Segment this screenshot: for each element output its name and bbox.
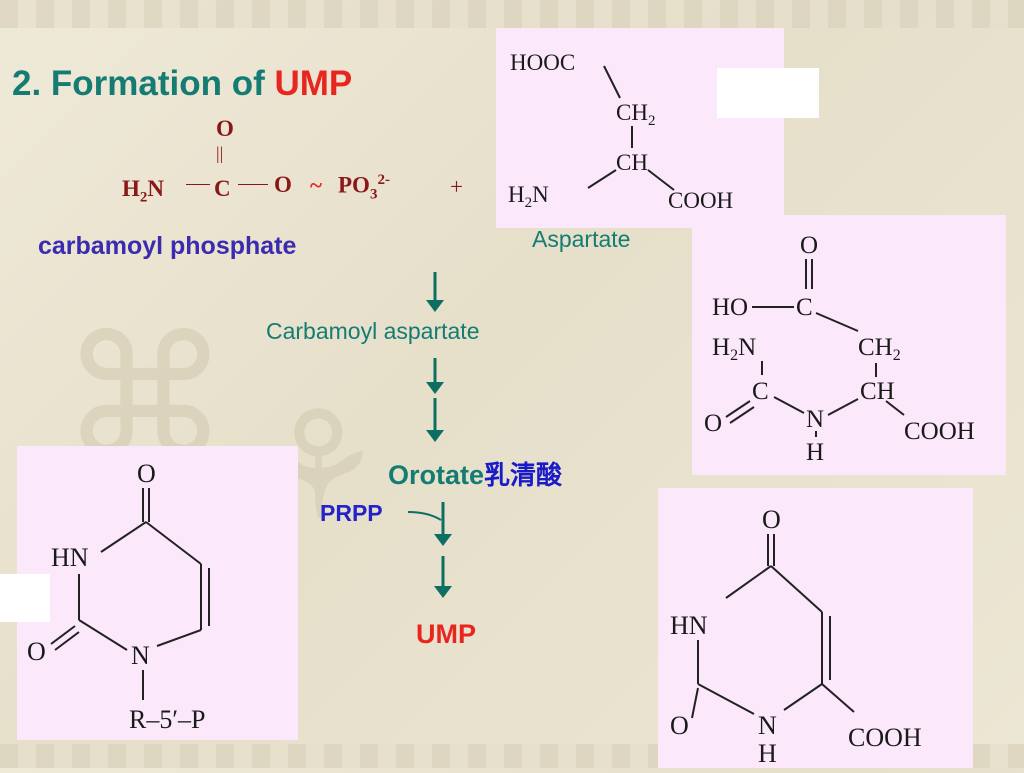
cp-bond-nc bbox=[186, 184, 210, 185]
cp-double-bond: || bbox=[216, 143, 224, 163]
carbamoyl-phosphate-label: carbamoyl phosphate bbox=[38, 232, 297, 260]
ca-bond-ch-cooh bbox=[885, 400, 905, 416]
ump-o-top: O bbox=[137, 459, 156, 488]
ca-double-left-2 bbox=[729, 406, 755, 424]
carbamoyl-aspartate-structure: O HO C H2N CH2 C CH O N H COOH bbox=[704, 232, 975, 466]
prpp-label: PRPP bbox=[320, 500, 383, 526]
ump-structure: O HN O N R–5′–P bbox=[27, 459, 210, 734]
ump-bond-c4-n3 bbox=[100, 521, 147, 553]
asp-cooh: COOH bbox=[668, 188, 733, 213]
slide-title: 2. Formation of UMP bbox=[12, 64, 352, 104]
asp-h2n: H2N bbox=[508, 182, 549, 211]
oro-bond-c6-cooh bbox=[821, 683, 855, 713]
cp-formula-po3: PO32- bbox=[338, 172, 390, 203]
ump-hn: HN bbox=[51, 543, 89, 572]
carbamoyl-aspartate-label: Carbamoyl aspartate bbox=[266, 318, 480, 344]
cp-formula-h2n: H2N bbox=[122, 176, 165, 206]
oro-double-left bbox=[691, 687, 699, 719]
orotate-label-cn: 乳清酸 bbox=[484, 461, 563, 491]
ca-bond-n-ch bbox=[827, 398, 859, 416]
aspartate-structure-panel: HOOC CH2 CH H2N COOH bbox=[496, 28, 784, 228]
oro-o-left: O bbox=[670, 711, 689, 740]
ca-ch2: CH2 bbox=[858, 334, 901, 364]
ump-bond-n1-c6 bbox=[156, 629, 202, 647]
orotate-structure: O HN O N H COOH bbox=[670, 505, 922, 768]
arrow-3-head bbox=[426, 430, 444, 442]
ca-c-top: C bbox=[796, 294, 813, 321]
ca-cooh: COOH bbox=[904, 418, 975, 445]
orotate-label-en: Orotate bbox=[388, 460, 485, 490]
arrow-1-head bbox=[426, 300, 444, 312]
ump-r5p: R–5′–P bbox=[129, 705, 206, 734]
ump-o-left: O bbox=[27, 637, 46, 666]
asp-bond-4 bbox=[647, 169, 675, 191]
ump-double-left-2 bbox=[54, 631, 80, 651]
orotate-label: Orotate乳清酸 bbox=[388, 455, 562, 492]
ca-c-left: C bbox=[752, 378, 769, 405]
ump-bond-c4-c5 bbox=[145, 521, 202, 565]
ca-h2n: H2N bbox=[712, 334, 756, 364]
ca-o-top: O bbox=[800, 232, 818, 259]
ump-structure-panel: O HN O N R–5′–P bbox=[17, 446, 298, 740]
oro-h: H bbox=[758, 739, 777, 768]
carbamoyl-aspartate-structure-panel: O HO C H2N CH2 C CH O N H COOH bbox=[692, 215, 1006, 475]
ump-n: N bbox=[131, 641, 150, 670]
ump-double-left-1 bbox=[50, 625, 76, 645]
ump-label: UMP bbox=[416, 619, 476, 649]
cp-o-top: O bbox=[216, 116, 234, 141]
oro-bond-c4-c5 bbox=[770, 565, 823, 613]
ca-ch: CH bbox=[860, 378, 895, 405]
orotate-structure-panel: O HN O N H COOH bbox=[658, 488, 973, 768]
oro-bond-n1-c6 bbox=[783, 683, 823, 711]
ca-bond-c-n bbox=[773, 396, 805, 414]
ca-ho: HO bbox=[712, 294, 748, 321]
ca-bond-c-ch2 bbox=[815, 312, 859, 332]
oro-o-top: O bbox=[762, 505, 781, 534]
oro-bond-c4-n3 bbox=[725, 565, 772, 599]
plus-sign: + bbox=[450, 174, 463, 199]
title-highlight: UMP bbox=[274, 64, 353, 103]
arrow-4-head bbox=[434, 534, 452, 546]
ca-double-left-1 bbox=[725, 400, 751, 418]
cp-formula-c: C bbox=[214, 176, 231, 201]
oro-bond-c2-n1 bbox=[697, 683, 755, 715]
arrow-5-head bbox=[434, 586, 452, 598]
asp-bond-3 bbox=[587, 169, 617, 189]
cp-tilde: ~ bbox=[310, 173, 322, 198]
asp-ch: CH bbox=[616, 150, 648, 175]
top-border-band bbox=[0, 0, 1024, 28]
ca-h: H bbox=[806, 439, 824, 466]
ca-o-left: O bbox=[704, 410, 722, 437]
arrow-2-head bbox=[426, 382, 444, 394]
aspartate-structure: HOOC CH2 CH H2N COOH bbox=[508, 50, 733, 213]
asp-ch2: CH2 bbox=[616, 100, 655, 129]
oro-n: N bbox=[758, 711, 777, 740]
oro-cooh: COOH bbox=[848, 723, 922, 752]
asp-hooc: HOOC bbox=[510, 50, 575, 75]
white-box-top-right bbox=[717, 68, 819, 118]
asp-bond-1 bbox=[603, 65, 621, 99]
ca-n: N bbox=[806, 406, 824, 433]
title-prefix: 2. Formation of bbox=[12, 64, 275, 103]
white-box-left bbox=[0, 574, 50, 622]
aspartate-label: Aspartate bbox=[532, 226, 631, 252]
prpp-join-curve bbox=[407, 511, 442, 521]
cp-bond-co bbox=[238, 184, 268, 185]
ump-bond-c2-n1 bbox=[78, 619, 128, 651]
oro-hn: HN bbox=[670, 611, 708, 640]
cp-formula-o: O bbox=[274, 172, 292, 197]
